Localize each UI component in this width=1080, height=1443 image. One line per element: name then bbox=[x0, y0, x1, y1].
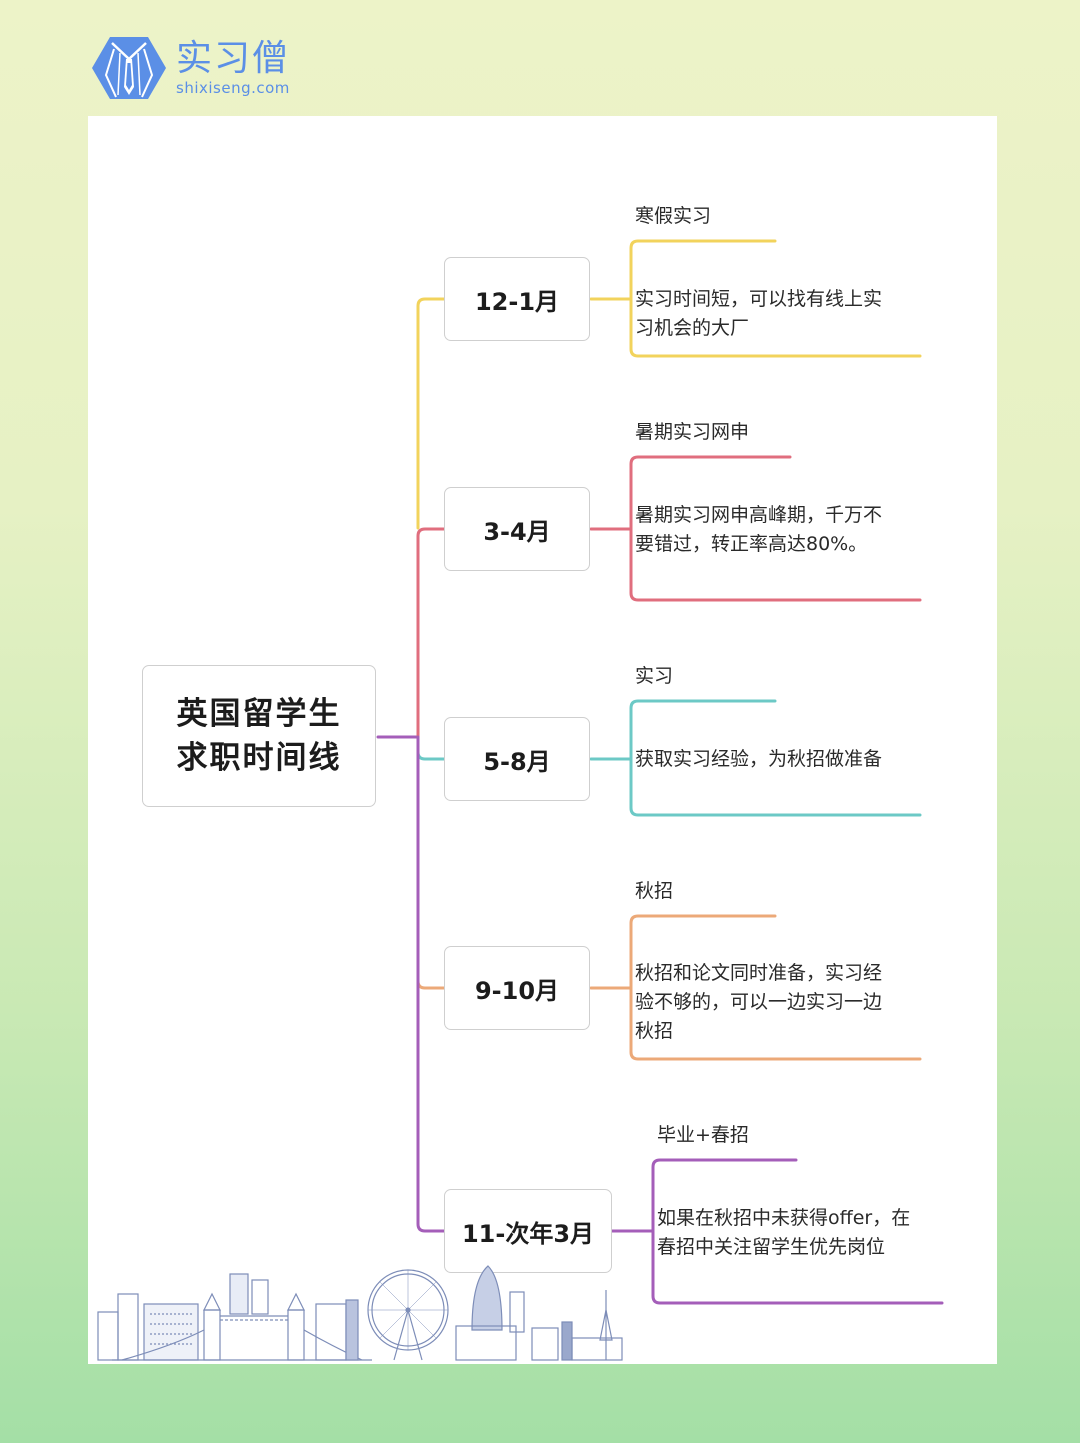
detail-text: 如果在秋招中未获得offer，在春招中关注留学生优先岗位 bbox=[657, 1207, 911, 1258]
topic-label-summer-application: 暑期实习网申 bbox=[635, 421, 750, 443]
topic-label-autumn-recruitment: 秋招 bbox=[635, 880, 674, 902]
detail-text: 获取实习经验，为秋招做准备 bbox=[635, 748, 883, 770]
detail-text: 暑期实习网申高峰期，千万不要错过，转正率高达80%。 bbox=[635, 504, 883, 555]
period-node-may-aug: 5-8月 bbox=[444, 717, 590, 801]
topic-label-internship: 实习 bbox=[635, 665, 674, 687]
detail-text: 实习时间短，可以找有线上实习机会的大厂 bbox=[635, 288, 883, 339]
brand-logo: 实习僧 shixiseng.com bbox=[92, 34, 290, 102]
root-node: 英国留学生 求职时间线 bbox=[142, 665, 376, 807]
period-label: 11-次年3月 bbox=[461, 1219, 595, 1248]
topic-label-graduation-spring: 毕业+春招 bbox=[657, 1124, 749, 1146]
root-title: 英国留学生 求职时间线 bbox=[176, 696, 342, 776]
brand-domain: shixiseng.com bbox=[176, 79, 290, 97]
period-node-mar-apr: 3-4月 bbox=[444, 487, 590, 571]
detail-text: 秋招和论文同时准备，实习经验不够的，可以一边实习一边秋招 bbox=[635, 962, 883, 1042]
period-label: 9-10月 bbox=[474, 976, 560, 1005]
period-node-dec-jan: 12-1月 bbox=[444, 257, 590, 341]
period-node-sep-oct: 9-10月 bbox=[444, 946, 590, 1030]
period-node-nov-mar: 11-次年3月 bbox=[444, 1189, 612, 1273]
topic-label-winter-internship: 寒假实习 bbox=[635, 205, 712, 227]
brand-name: 实习僧 bbox=[176, 38, 291, 79]
suit-tie-logo-icon bbox=[92, 37, 166, 99]
period-label: 5-8月 bbox=[483, 747, 551, 776]
period-label: 12-1月 bbox=[474, 287, 560, 316]
period-label: 3-4月 bbox=[483, 517, 551, 546]
london-skyline-icon bbox=[97, 1265, 623, 1361]
